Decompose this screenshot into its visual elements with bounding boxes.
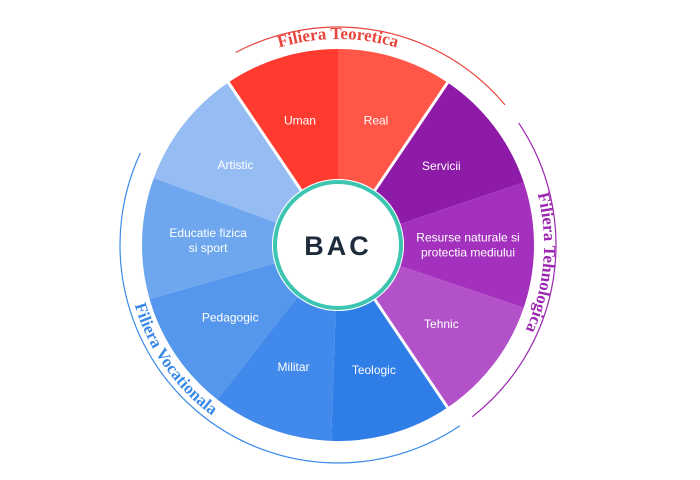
segment-educatie-fizica-si-sport <box>142 177 276 300</box>
arc-vocationala <box>119 152 461 464</box>
divider-teoretica <box>226 80 303 192</box>
segment-label-militar: Militar <box>278 360 310 374</box>
segment-real <box>338 49 448 191</box>
wheel-segments <box>142 49 534 441</box>
segment-label-teologic: Teologic <box>352 363 396 377</box>
track-arcs <box>119 26 557 464</box>
segment-resurse-naturale-si-protectia-mediului <box>400 182 534 308</box>
segment-pedagogic <box>149 263 298 400</box>
center-hub: BAC <box>273 180 403 310</box>
segment-militar <box>217 297 336 441</box>
segment-tehnic <box>374 266 524 408</box>
segment-label-uman: Uman <box>284 114 316 128</box>
segment-label-pedagogic: Pedagogic <box>202 311 259 325</box>
segment-label-tehnic: Tehnic <box>424 317 459 331</box>
divider-vocationala <box>373 298 450 410</box>
center-label: BAC <box>304 231 372 261</box>
divider-tehnologica <box>373 80 450 192</box>
arc-teoretica <box>235 26 506 106</box>
center-circle <box>277 184 399 306</box>
segment-servicii <box>374 82 524 224</box>
segment-label-artistic: Artistic <box>218 158 254 172</box>
segment-label-servicii: Servicii <box>422 159 461 173</box>
segment-label-real: Real <box>364 114 389 128</box>
segment-uman <box>228 49 338 191</box>
track-title-teoretica: Filiera Teoretica <box>275 24 401 52</box>
segment-teologic <box>331 299 448 441</box>
segment-artistic <box>153 82 302 223</box>
arc-tehnologica <box>471 122 557 418</box>
track-dividers <box>226 80 450 410</box>
